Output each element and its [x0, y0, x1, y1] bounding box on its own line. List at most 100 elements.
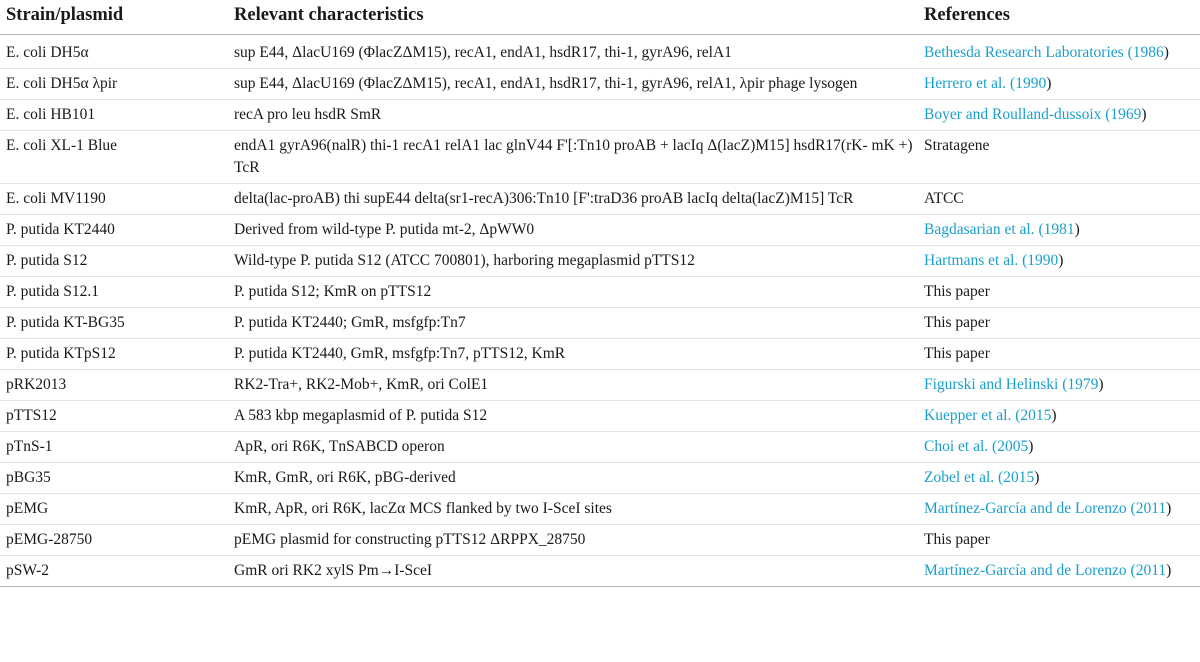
reference-link-author[interactable]: Choi et al. ( — [924, 438, 998, 455]
reference-cell[interactable]: Bethesda Research Laboratories (1986) — [918, 34, 1200, 69]
reference-cell: This paper — [918, 276, 1200, 308]
reference-text: This paper — [924, 314, 990, 331]
reference-link-author[interactable]: Boyer and Roulland-dussoix ( — [924, 106, 1111, 123]
reference-link-year[interactable]: 2015 — [1003, 469, 1035, 486]
reference-cell: This paper — [918, 524, 1200, 556]
table-header: Strain/plasmid Relevant characteristics … — [0, 0, 1200, 35]
reference-cell[interactable]: Bagdasarian et al. (1981) — [918, 214, 1200, 246]
reference-link-author[interactable]: Bagdasarian et al. ( — [924, 221, 1044, 238]
reference-paren: ) — [1098, 376, 1104, 393]
reference-link-year[interactable]: 2005 — [997, 438, 1029, 455]
characteristics-cell: KmR, ApR, ori R6K, lacZα MCS flanked by … — [228, 493, 918, 525]
strain-cell: E. coli MV1190 — [0, 183, 228, 215]
strain-cell: pSW-2 — [0, 555, 228, 587]
characteristics-cell: Derived from wild-type P. putida mt-2, Δ… — [228, 214, 918, 246]
reference-cell: Stratagene — [918, 130, 1200, 184]
reference-link-year[interactable]: 1990 — [1027, 252, 1059, 269]
reference-cell[interactable]: Kuepper et al. (2015) — [918, 400, 1200, 432]
reference-cell[interactable]: Martínez-García and de Lorenzo (2011) — [918, 555, 1200, 587]
characteristics-cell: GmR ori RK2 xylS Pm→I-SceI — [228, 555, 918, 587]
strain-cell: P. putida KT2440 — [0, 214, 228, 246]
strain-cell: pEMG-28750 — [0, 524, 228, 556]
strain-cell: E. coli HB101 — [0, 99, 228, 131]
reference-link-author[interactable]: Martínez-García and de Lorenzo ( — [924, 500, 1136, 517]
reference-cell[interactable]: Choi et al. (2005) — [918, 431, 1200, 463]
reference-link-year[interactable]: 1969 — [1110, 106, 1142, 123]
reference-text: This paper — [924, 531, 990, 548]
reference-paren: ) — [1074, 221, 1080, 238]
reference-link-year[interactable]: 1979 — [1067, 376, 1099, 393]
reference-cell: This paper — [918, 307, 1200, 339]
reference-link-author[interactable]: Martínez-García and de Lorenzo ( — [924, 562, 1136, 579]
reference-cell: ATCC — [918, 183, 1200, 215]
reference-cell[interactable]: Boyer and Roulland-dussoix (1969) — [918, 99, 1200, 131]
reference-text: ATCC — [924, 190, 964, 207]
characteristics-cell: A 583 kbp megaplasmid of P. putida S12 — [228, 400, 918, 432]
characteristics-cell: pEMG plasmid for constructing pTTS12 ΔRP… — [228, 524, 918, 556]
header-references: References — [918, 0, 1200, 35]
reference-paren: ) — [1166, 562, 1172, 579]
reference-link-author[interactable]: Figurski and Helinski ( — [924, 376, 1068, 393]
reference-link-year[interactable]: 2011 — [1135, 500, 1167, 517]
characteristics-cell: P. putida KT2440; GmR, msfgfp:Tn7 — [228, 307, 918, 339]
reference-link-year[interactable]: 1986 — [1132, 44, 1164, 61]
reference-cell[interactable]: Zobel et al. (2015) — [918, 462, 1200, 494]
reference-link-author[interactable]: Bethesda Research Laboratories ( — [924, 44, 1133, 61]
strain-cell: P. putida KTpS12 — [0, 338, 228, 370]
header-row: Strain/plasmid Relevant characteristics … — [0, 0, 1200, 35]
strain-cell: E. coli DH5α — [0, 34, 228, 69]
reference-text: Stratagene — [924, 137, 990, 154]
reference-cell: This paper — [918, 338, 1200, 370]
reference-link-author[interactable]: Kuepper et al. ( — [924, 407, 1021, 424]
reference-paren: ) — [1051, 407, 1057, 424]
characteristics-cell: recA pro leu hsdR SmR — [228, 99, 918, 131]
characteristics-cell: RK2-Tra+, RK2-Mob+, KmR, ori ColE1 — [228, 369, 918, 401]
reference-link-author[interactable]: Hartmans et al. ( — [924, 252, 1028, 269]
reference-paren: ) — [1058, 252, 1064, 269]
reference-cell[interactable]: Figurski and Helinski (1979) — [918, 369, 1200, 401]
characteristics-cell: ApR, ori R6K, TnSABCD operon — [228, 431, 918, 463]
strain-cell: pTnS-1 — [0, 431, 228, 463]
reference-paren: ) — [1163, 44, 1169, 61]
reference-cell[interactable]: Martínez-García and de Lorenzo (2011) — [918, 493, 1200, 525]
reference-text: This paper — [924, 345, 990, 362]
reference-link-author[interactable]: Herrero et al. ( — [924, 75, 1016, 92]
reference-link-year[interactable]: 2015 — [1020, 407, 1052, 424]
characteristics-cell: delta(lac-proAB) thi supE44 delta(sr1-re… — [228, 183, 918, 215]
reference-link-year[interactable]: 1981 — [1043, 221, 1075, 238]
reference-link-author[interactable]: Zobel et al. ( — [924, 469, 1004, 486]
strain-cell: P. putida S12 — [0, 245, 228, 277]
reference-link-year[interactable]: 2011 — [1135, 562, 1167, 579]
strain-plasmid-table: Strain/plasmid Relevant characteristics … — [0, 0, 1200, 587]
characteristics-cell: KmR, GmR, ori R6K, pBG-derived — [228, 462, 918, 494]
strain-cell: E. coli XL-1 Blue — [0, 130, 228, 184]
reference-link-year[interactable]: 1990 — [1015, 75, 1047, 92]
characteristics-cell: Wild-type P. putida S12 (ATCC 700801), h… — [228, 245, 918, 277]
strain-cell: pRK2013 — [0, 369, 228, 401]
reference-paren: ) — [1028, 438, 1034, 455]
strain-cell: P. putida S12.1 — [0, 276, 228, 308]
reference-cell[interactable]: Herrero et al. (1990) — [918, 68, 1200, 100]
reference-text: This paper — [924, 283, 990, 300]
reference-cell[interactable]: Hartmans et al. (1990) — [918, 245, 1200, 277]
strain-cell: pTTS12 — [0, 400, 228, 432]
strain-cell: pEMG — [0, 493, 228, 525]
reference-paren: ) — [1046, 75, 1052, 92]
